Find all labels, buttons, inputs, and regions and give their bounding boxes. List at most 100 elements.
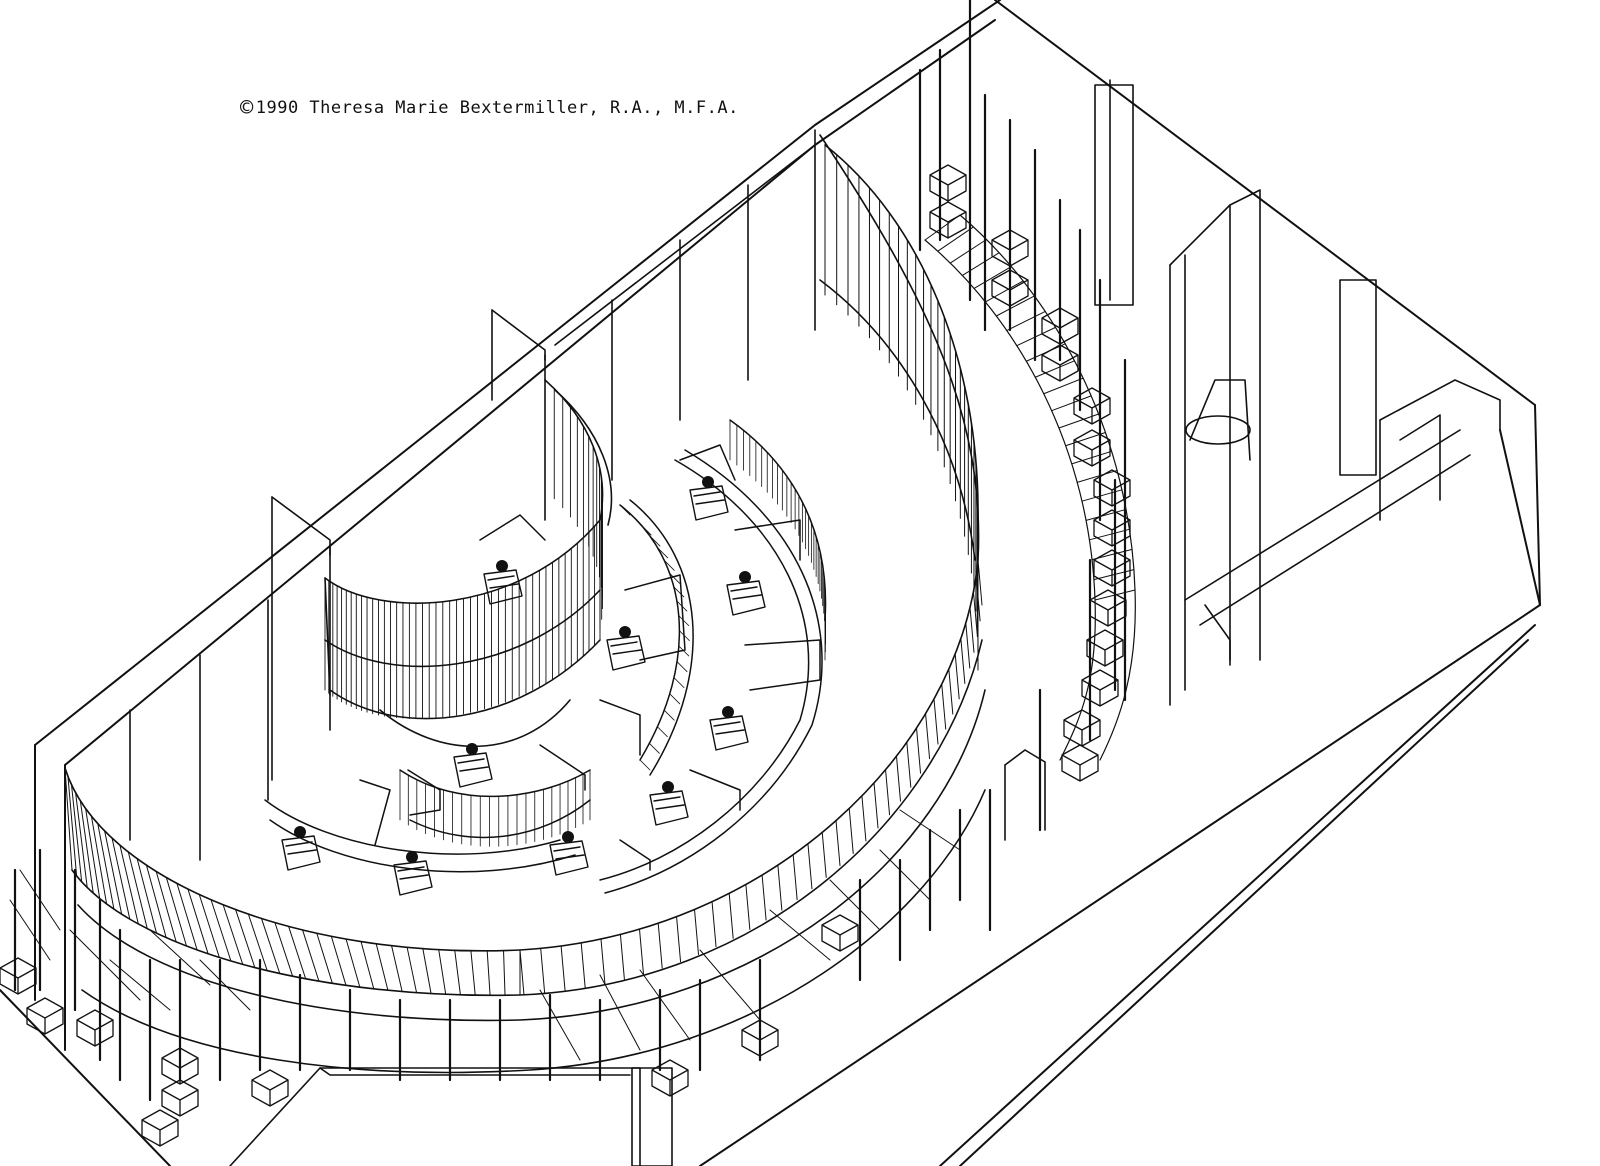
stacked-chair (1073, 429, 1111, 467)
ramp-tread (949, 239, 988, 264)
stacked-chair (991, 269, 1029, 307)
lobby-blocks (229, 749, 1046, 1166)
seated-figure (689, 476, 729, 521)
floor-hatch-line (699, 949, 761, 1021)
ring-rib (916, 727, 922, 774)
chair-outline (549, 840, 589, 876)
ring-rib (70, 784, 83, 883)
ring-wall-ribs (64, 144, 983, 996)
ring-rib (873, 782, 879, 829)
ring-rib (67, 775, 78, 877)
chair-outline (689, 485, 729, 521)
chair-outline (649, 790, 689, 826)
ring-rib (316, 932, 333, 984)
floor-hatch-line (19, 869, 61, 931)
ring-rib (965, 622, 971, 669)
ring-rib (222, 904, 244, 965)
stacked-chair (651, 1059, 689, 1097)
ramp-tread (995, 295, 1035, 317)
stacked-chair (929, 164, 967, 202)
stacked-chair (1093, 509, 1131, 547)
floor-hatch-line (149, 929, 211, 986)
chair-outline (393, 860, 433, 896)
seated-figure (709, 706, 749, 751)
ring-rib (79, 800, 94, 894)
inner-drum-ribs (324, 379, 603, 720)
stacked-chair (141, 1109, 179, 1147)
ring-rib (941, 683, 947, 730)
stacked-chairs (0, 164, 1131, 1147)
figure-head (722, 706, 734, 718)
copyright-caption: ©1990 Theresa Marie Bextermiller, R.A., … (240, 96, 739, 121)
ring-rib (127, 851, 148, 930)
floor-hatch-line (539, 989, 581, 1061)
ramp-tread (1051, 395, 1092, 412)
ring-rib (247, 913, 268, 972)
ring-rib (711, 901, 717, 948)
ramp-tread-lines (924, 214, 1136, 601)
ring-rib (210, 899, 232, 962)
figure-head (619, 626, 631, 638)
ring-rib (777, 864, 783, 911)
seat-rib (619, 504, 631, 516)
seat-rib (669, 693, 681, 705)
ring-rib (728, 892, 734, 939)
ring-rib (580, 942, 586, 989)
ring-rib (235, 909, 256, 969)
ring-rib (835, 820, 841, 867)
ring-rib (933, 698, 939, 745)
stacked-chair (929, 201, 967, 239)
ramp-tread (1076, 469, 1118, 483)
seated-figure (649, 781, 689, 826)
ring-rib (288, 925, 307, 980)
seat-rib (669, 572, 681, 584)
chair-outline (453, 752, 493, 788)
chair-outline (606, 635, 646, 671)
ramp-tread (937, 226, 974, 252)
ring-rib (64, 767, 73, 871)
seat-rib (673, 586, 685, 598)
stacked-chair (821, 914, 859, 952)
stacked-chair (1041, 307, 1079, 345)
ramp-tread (984, 280, 1024, 303)
seat-rib (640, 524, 652, 536)
stacked-chair (1089, 589, 1127, 627)
ring-rib (906, 741, 912, 788)
inner-drum (324, 379, 613, 748)
ramp-tread (1034, 360, 1075, 378)
ring-rib (454, 949, 461, 996)
ring-rib (792, 854, 798, 901)
ring-rib (948, 668, 954, 715)
ring-rib (406, 946, 418, 994)
chair-outline (281, 835, 321, 871)
seated-figure (606, 626, 646, 671)
ring-rib (111, 837, 131, 920)
stacked-chair (26, 997, 64, 1035)
ring-rib (960, 637, 966, 684)
stacked-chair (741, 1019, 779, 1057)
ring-rib (848, 807, 854, 854)
ring-rib (145, 864, 167, 939)
floor-hatch-line (9, 899, 51, 961)
perimeter-columns (129, 129, 816, 861)
ring-rib (119, 844, 139, 925)
stacked-chair (76, 1009, 114, 1047)
ring-rib (97, 823, 115, 910)
figure-head (562, 831, 574, 843)
seated-figures (281, 476, 766, 896)
seat-rib (657, 726, 668, 738)
ring-rib (422, 948, 432, 995)
figure-head (702, 476, 714, 488)
copyright-text: 1990 Theresa Marie Bextermiller, R.A., M… (255, 98, 739, 118)
floor-hatch-line (829, 879, 881, 931)
ring-rib (540, 947, 546, 994)
ring-rib (165, 876, 188, 947)
outer-ring-wall (64, 134, 986, 1074)
outer-envelope (0, 0, 1541, 1166)
figure-head (496, 560, 508, 572)
copyright-symbol: © (240, 96, 254, 121)
ring-rib (925, 713, 931, 760)
chair-outline (726, 580, 766, 616)
right-service-rooms (1094, 79, 1501, 706)
